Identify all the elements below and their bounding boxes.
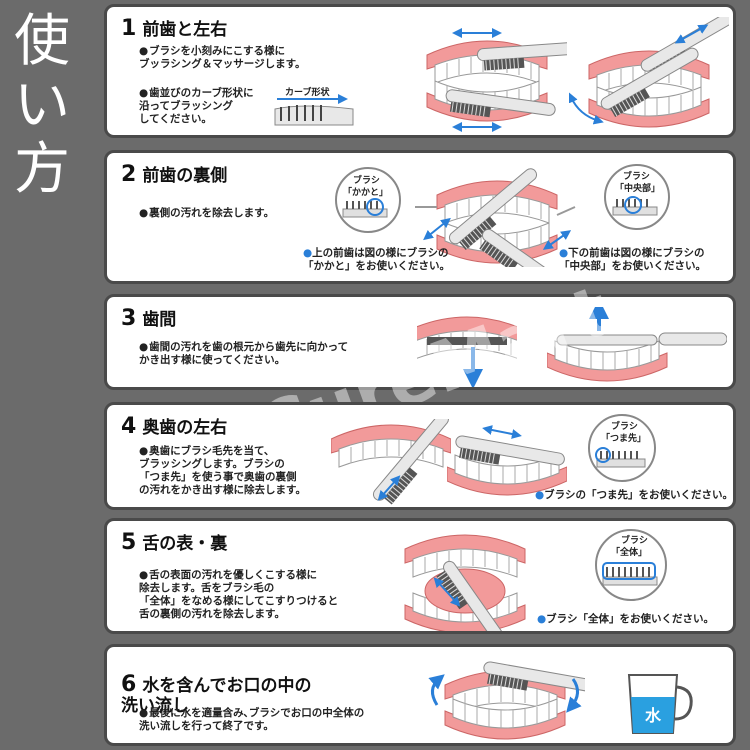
step-3-panel: 3歯間 歯間の汚れを歯の根元から歯先に向かって かき出す様に使ってください。: [104, 294, 736, 390]
step-title: 歯間: [142, 310, 177, 330]
title-char-1: 使: [14, 9, 70, 74]
step-3-bullet-1: 歯間の汚れを歯の根元から歯先に向かって かき出す様に使ってください。: [139, 341, 348, 367]
step-number: 5: [121, 530, 137, 555]
step-2-note-lower: ●下の前歯は図の様にブラシの 「中央部」をお使いください。: [559, 247, 706, 272]
step-number: 6: [121, 672, 137, 697]
step-4-bullet-1: 奥歯にブラシ毛先を当て、 ブラッシングします。ブラシの 「つま先」を使う事で奥歯…: [139, 445, 306, 497]
step-5-note: ●ブラシ「全体」をお使いください。: [537, 613, 714, 625]
circle-label-brush: ブラシ: [353, 174, 380, 186]
brush-toe-zoom: ブラシ 「つま先」: [588, 414, 656, 482]
step-1-bullet-1: ブラシを小刻みにこする様に ブッラシング＆マッサージします。: [139, 45, 306, 71]
page-title: 使 い 方: [14, 10, 84, 202]
front-teeth-brushing-illustration: [426, 28, 567, 132]
water-cup-icon: 水: [627, 674, 693, 734]
interdental-upper-illustration: [417, 316, 517, 387]
circle-label-brush: ブラシ: [621, 534, 648, 546]
step-title: 奥歯の左右: [142, 418, 228, 438]
back-front-teeth-illustration: [415, 167, 577, 267]
molar-upper-illustration: [331, 419, 451, 505]
circle-label-whole: 「全体」: [611, 546, 647, 558]
step-2-note-upper: ●上の前歯は図の様にブラシの 「かかと」をお使いください。: [303, 247, 450, 272]
step-6-bullet-1: 最後に水を適量含み､ブラシでお口の中全体の 洗い流しを行って終了です。: [139, 707, 364, 733]
title-char-3: 方: [14, 137, 70, 202]
tongue-illustration: [404, 534, 526, 631]
circle-label-brush: ブラシ: [611, 420, 638, 432]
curved-brush-illustration: カーブ形状: [274, 86, 354, 126]
cup-label: 水: [645, 706, 662, 725]
molar-lower-illustration: [447, 425, 567, 496]
curve-callout: カーブ形状: [285, 86, 330, 98]
step-title: 前歯と左右: [142, 20, 228, 40]
circle-label-center: 「中央部」: [615, 182, 660, 194]
step-number: 2: [121, 162, 137, 187]
note-text: 下の前歯は図の様にブラシの 「中央部」をお使いください。: [559, 247, 706, 272]
title-char-2: い: [14, 73, 70, 138]
step-2-bullet-1: 裏側の汚れを除去します。: [139, 207, 274, 220]
brush-whole-zoom: ブラシ 「全体」: [595, 529, 667, 601]
circle-label-brush: ブラシ: [623, 170, 650, 182]
note-text: ブラシの「つま先」をお使いください。: [544, 489, 733, 501]
step-number: 1: [121, 16, 137, 41]
brush-center-zoom: ブラシ 「中央部」: [604, 164, 670, 230]
side-teeth-brushing-illustration: [569, 17, 729, 128]
note-text: 上の前歯は図の様にブラシの 「かかと」をお使いください。: [303, 247, 450, 272]
step-number: 3: [121, 306, 137, 331]
step-number: 4: [121, 414, 137, 439]
circle-label-heel: 「かかと」: [343, 186, 388, 198]
step-title: 前歯の裏側: [142, 166, 228, 186]
step-4-note: ●ブラシの「つま先」をお使いください。: [535, 489, 733, 501]
rinse-illustration: [428, 660, 585, 740]
brush-heel-zoom: ブラシ 「かかと」: [335, 167, 401, 233]
step-1-bullet-2: 歯並びのカーブ形状に 沿ってブラッシング してください。: [139, 87, 254, 126]
note-text: ブラシ「全体」をお使いください。: [546, 613, 714, 625]
step-5-bullet-1: 舌の表面の汚れを優しくこする様に 除去します。舌をブラシ毛の 「全体」をなめる様…: [139, 569, 338, 621]
step-title: 舌の表・裏: [142, 534, 228, 554]
circle-label-toe: 「つま先」: [601, 432, 646, 444]
interdental-lower-illustration: [547, 307, 727, 382]
